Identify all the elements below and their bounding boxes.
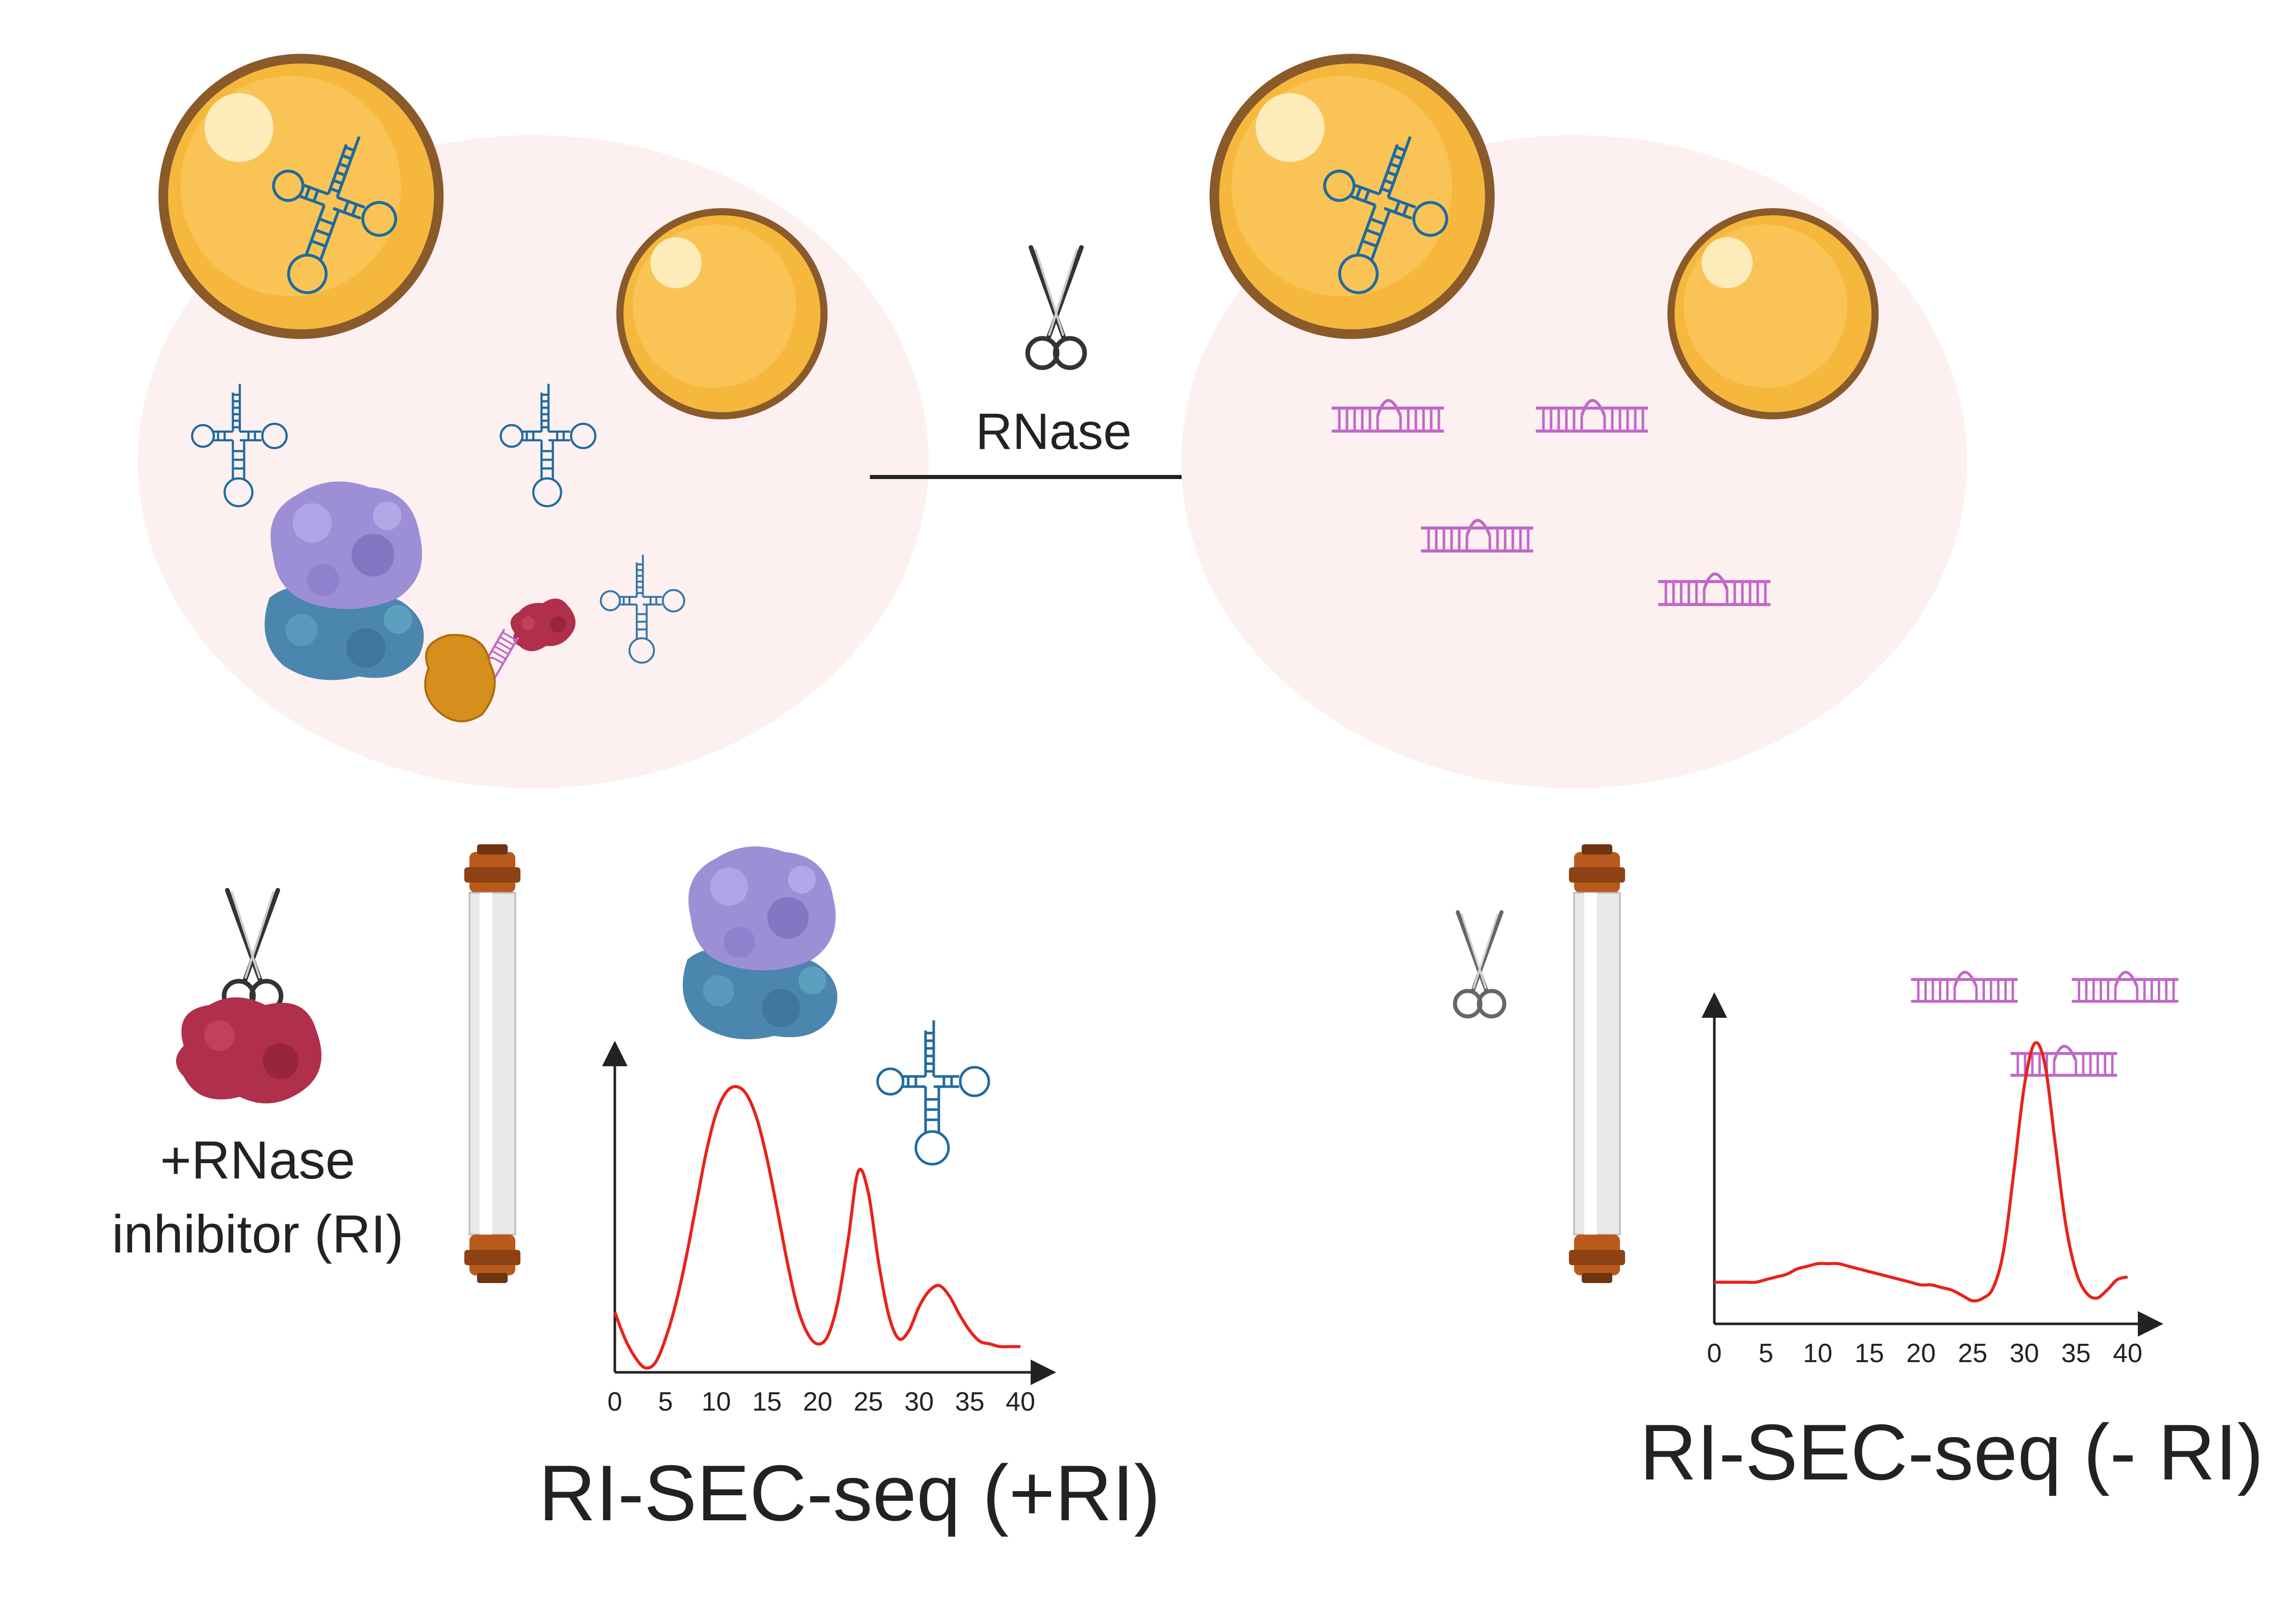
sec-column-icon <box>1568 843 1626 1284</box>
chart-minus-ri: 0 5 10 15 20 25 30 35 40 <box>1702 992 2163 1368</box>
trna-icon <box>878 1020 989 1164</box>
x-tick-label: 35 <box>955 1387 985 1417</box>
chart-title-plus-ri: RI-SEC-seq (+RI) <box>539 1449 1161 1537</box>
x-tick-label: 30 <box>2010 1339 2039 1368</box>
x-tick-label: 0 <box>1707 1339 1722 1368</box>
sec-column-icon <box>463 843 521 1284</box>
x-tick-label: 5 <box>1759 1339 1774 1368</box>
rna-fragment-icon <box>2072 972 2179 1001</box>
inhibitor-label-line2: inhibitor (RI) <box>112 1204 404 1264</box>
scissors-icon <box>224 890 281 1011</box>
chart-plus-ri: 0 5 10 15 20 25 30 35 40 <box>602 1041 1056 1417</box>
x-tick-label: 25 <box>1958 1339 1987 1368</box>
inhibitor-label-line1: +RNase <box>160 1131 355 1190</box>
droplet-small-right <box>1671 212 1875 416</box>
x-tick-label: 0 <box>608 1387 622 1417</box>
x-tick-label: 5 <box>658 1387 673 1417</box>
x-tick-label: 20 <box>803 1387 833 1417</box>
orange-protein-icon <box>424 634 496 722</box>
x-tick-label: 25 <box>854 1387 883 1417</box>
x-tick-label: 15 <box>1855 1339 1884 1368</box>
series-line <box>613 1085 1020 1370</box>
scissors-icon <box>1455 912 1505 1016</box>
droplet-small-left <box>620 212 824 416</box>
x-tick-label: 20 <box>1906 1339 1936 1368</box>
x-tick-label: 10 <box>702 1387 731 1417</box>
rnase-label: RNase <box>976 403 1132 460</box>
x-tick-label: 15 <box>752 1387 782 1417</box>
ribosome-icon <box>683 846 838 1040</box>
rna-fragment-icon <box>1911 972 2018 1001</box>
right-cell-group <box>1181 59 1967 788</box>
scissors-icon <box>1028 247 1085 368</box>
left-cell-group <box>138 59 929 788</box>
x-tick-label: 35 <box>2061 1339 2091 1368</box>
chart-title-minus-ri: RI-SEC-seq (- RI) <box>1640 1408 2264 1496</box>
series-line <box>1714 1041 2128 1303</box>
rnase-inhibitor-icon <box>176 997 321 1103</box>
x-tick-label: 10 <box>1803 1339 1833 1368</box>
x-tick-label: 40 <box>2113 1339 2142 1368</box>
x-tick-label: 40 <box>1006 1387 1035 1417</box>
x-tick-label: 30 <box>904 1387 934 1417</box>
ribosome-icon <box>264 481 424 680</box>
